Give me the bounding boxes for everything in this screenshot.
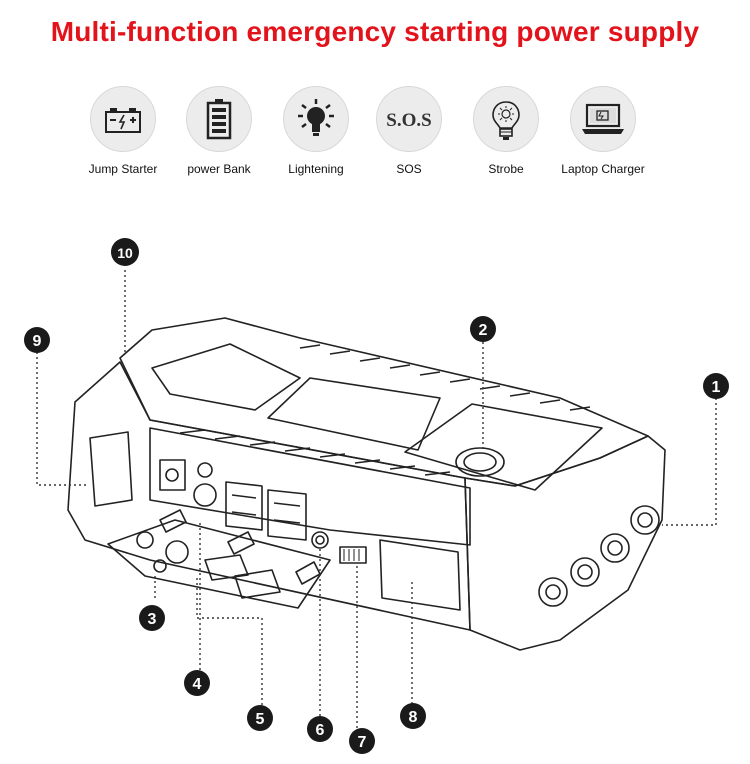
callout-5: 5 <box>247 705 273 731</box>
round-port <box>193 483 217 507</box>
callout-10: 10 <box>111 238 139 266</box>
callout-8: 8 <box>400 703 426 729</box>
rubber-flap <box>107 519 331 609</box>
top-panel-left <box>151 343 301 411</box>
device-top-face <box>119 317 649 487</box>
front-vents <box>179 429 451 476</box>
callout-7: 7 <box>349 728 375 754</box>
device-front-face <box>67 361 471 631</box>
feature-jump-starter: Jump Starter <box>68 86 178 176</box>
light-bulb-icon <box>283 86 349 152</box>
device-end-face <box>464 435 666 651</box>
svg-text:3: 3 <box>148 611 157 628</box>
svg-text:4: 4 <box>193 676 202 693</box>
feature-label: Jump Starter <box>88 162 158 176</box>
usb-port-b <box>267 489 307 541</box>
clamp-ports <box>538 505 660 607</box>
port-recess <box>149 427 471 546</box>
page-title: Multi-function emergency starting power … <box>50 16 700 47</box>
small-port <box>311 531 329 549</box>
feature-sos: S.O.S SOS <box>354 86 464 176</box>
svg-text:10: 10 <box>117 245 133 261</box>
callout-4: 4 <box>184 670 210 696</box>
feature-label: Laptop Charger <box>561 162 645 176</box>
laptop-icon <box>570 86 636 152</box>
feature-lightening: Lightening <box>261 86 371 176</box>
lcd-window <box>267 377 441 451</box>
top-vents <box>299 344 591 411</box>
top-power-button <box>455 447 505 477</box>
svg-text:2: 2 <box>479 322 488 339</box>
callout-9: 9 <box>24 327 50 353</box>
usb-port-a <box>225 481 263 531</box>
dc-input-port <box>159 459 186 491</box>
car-battery-icon <box>90 86 156 152</box>
top-raised-right <box>404 403 603 491</box>
svg-text:S.O.S: S.O.S <box>386 110 431 131</box>
svg-text:6: 6 <box>316 722 325 739</box>
power-switch <box>339 546 367 564</box>
feature-label: power Bank <box>187 162 251 176</box>
feature-label: Strobe <box>488 162 524 176</box>
svg-text:9: 9 <box>33 333 42 350</box>
strobe-bulb-icon <box>473 86 539 152</box>
callout-2: 2 <box>470 316 496 342</box>
battery-icon <box>186 86 252 152</box>
feature-power-bank: power Bank <box>164 86 274 176</box>
callout-1: 1 <box>703 373 729 399</box>
svg-text:8: 8 <box>409 709 418 726</box>
leader-lines <box>36 270 717 728</box>
callout-6: 6 <box>307 716 333 742</box>
callouts: 1 2 3 4 5 6 7 8 9 10 <box>24 238 729 754</box>
sos-icon: S.O.S <box>376 86 442 152</box>
feature-label: SOS <box>396 162 422 176</box>
callout-3: 3 <box>139 605 165 631</box>
feature-laptop-charger: Laptop Charger <box>548 86 658 176</box>
flashlight-lens <box>379 539 461 611</box>
side-window-9 <box>89 431 133 507</box>
svg-text:7: 7 <box>358 734 367 751</box>
feature-strobe: Strobe <box>451 86 561 176</box>
svg-text:5: 5 <box>256 711 265 728</box>
svg-text:1: 1 <box>712 379 721 396</box>
feature-label: Lightening <box>288 162 344 176</box>
